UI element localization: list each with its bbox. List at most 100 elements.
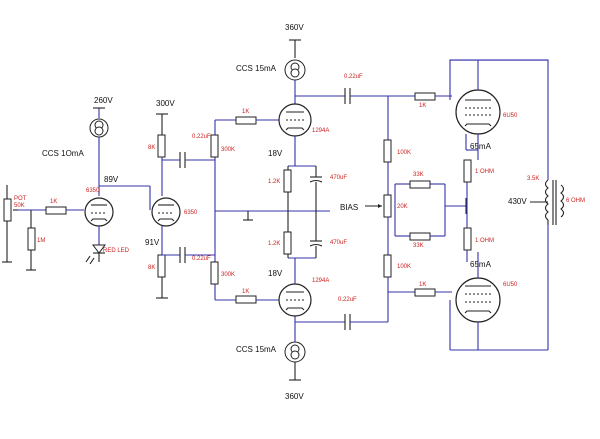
driver-stage-bot bbox=[278, 211, 345, 381]
label-430v: 430V bbox=[508, 197, 527, 206]
ccs-ring bbox=[94, 126, 104, 136]
resistor-100k-top bbox=[383, 139, 392, 163]
label-360v-top: 360V bbox=[285, 23, 304, 32]
tube-cathode bbox=[90, 218, 108, 222]
label-c470-bot: 470uF bbox=[330, 240, 347, 246]
resistor-1-2k-top bbox=[283, 169, 292, 193]
label-tube-1294a-top: 1294A bbox=[312, 128, 329, 134]
output-coupling bbox=[344, 88, 388, 330]
label-r1ohm-bot: 1 OHM bbox=[475, 238, 494, 244]
resistor-8k-top bbox=[157, 134, 166, 158]
label-r1k-grid-bot: 1K bbox=[242, 289, 249, 295]
label-r1k-input: 1K bbox=[50, 199, 57, 205]
labels: 360V 360V 260V 300V 430V 89V 91V 18V 18V… bbox=[14, 23, 585, 401]
red-led-symbol bbox=[92, 244, 106, 254]
label-300v: 300V bbox=[156, 99, 175, 108]
label-pot: POT bbox=[14, 196, 27, 202]
resistor-1ohm-top bbox=[463, 159, 472, 183]
label-r300k-bot: 300K bbox=[221, 272, 235, 278]
label-r1m: 1M bbox=[37, 238, 45, 244]
label-r1-2k-bot: 1.2K bbox=[268, 241, 280, 247]
label-xfmr-primary: 3.5K bbox=[527, 176, 539, 182]
label-r1ohm-top: 1 OHM bbox=[475, 169, 494, 175]
wiper-arrow bbox=[378, 204, 382, 208]
label-r300k-top: 300K bbox=[221, 147, 235, 153]
first-stage bbox=[84, 107, 151, 265]
label-tube-1294a-bot: 1294A bbox=[312, 278, 329, 284]
label-r20k: 20K bbox=[397, 204, 408, 210]
resistor-1ohm-bot bbox=[463, 227, 472, 251]
tube-6350-a bbox=[84, 197, 114, 227]
resistor-1k-grid-top bbox=[235, 116, 257, 125]
label-r100k-top: 100K bbox=[397, 150, 411, 156]
label-tube-6u50-top: 6U50 bbox=[503, 113, 518, 119]
ecap-plate-curved bbox=[309, 243, 323, 247]
xfmr-primary-winding bbox=[544, 179, 549, 225]
label-r1k-grid-top: 1K bbox=[242, 109, 249, 115]
label-c470-top: 470uF bbox=[330, 175, 347, 181]
label-r8k-top: 8K bbox=[148, 145, 155, 151]
xfmr-secondary-winding bbox=[560, 184, 565, 218]
label-bias: BIAS bbox=[340, 203, 358, 212]
label-ccs-10ma: CCS 1OmA bbox=[42, 149, 84, 158]
tube-cathode bbox=[464, 123, 492, 127]
resistor-8k-bot bbox=[157, 254, 166, 278]
led-arrow bbox=[85, 255, 91, 263]
output-transformer bbox=[530, 60, 565, 350]
label-r33k-bot: 33K bbox=[413, 243, 424, 249]
label-r1-2k-top: 1.2K bbox=[268, 179, 280, 185]
label-r8k-bot: 8K bbox=[148, 265, 155, 271]
label-c022-b: 0.22uF bbox=[192, 256, 211, 262]
label-89v: 89V bbox=[104, 175, 119, 184]
tube-cathode bbox=[464, 310, 492, 314]
resistor-20k-pot bbox=[383, 194, 392, 218]
label-r1k-out-bot: 1K bbox=[419, 282, 426, 288]
label-260v: 260V bbox=[94, 96, 113, 105]
resistor-1k-grid-bot bbox=[235, 295, 257, 304]
label-r33k-top: 33K bbox=[413, 172, 424, 178]
tube-cathode bbox=[285, 307, 305, 311]
ccs-ring bbox=[290, 350, 300, 360]
label-18v-top: 18V bbox=[268, 149, 283, 158]
driver-grid-network bbox=[210, 116, 330, 304]
label-65ma-bot: 65mA bbox=[470, 260, 492, 269]
bias-network bbox=[365, 92, 467, 322]
label-c022-c: 0.22uF bbox=[344, 74, 363, 80]
label-18v-bot: 18V bbox=[268, 269, 283, 278]
label-360v-bot: 360V bbox=[285, 392, 304, 401]
label-c022-d: 0.22uF bbox=[338, 297, 357, 303]
label-r100k-bot: 100K bbox=[397, 264, 411, 270]
label-ccs-15ma-top: CCS 15mA bbox=[236, 64, 277, 73]
resistor-300k-top bbox=[210, 134, 219, 158]
ccs-ring bbox=[290, 68, 300, 78]
label-r1k-out-top: 1K bbox=[419, 103, 426, 109]
resistor-1k-out-bot bbox=[414, 288, 436, 297]
resistor-300k-bot bbox=[210, 261, 219, 285]
tube-6u50-top bbox=[455, 89, 501, 135]
second-stage bbox=[151, 113, 215, 299]
label-red-led: RED LED bbox=[103, 248, 130, 254]
input-section bbox=[2, 185, 84, 271]
label-ccs-15ma-bot: CCS 15mA bbox=[236, 345, 277, 354]
driver-stage-top bbox=[278, 39, 345, 211]
label-tube-6u50-bot: 6U50 bbox=[503, 282, 518, 288]
label-91v: 91V bbox=[145, 238, 160, 247]
label-tube-6350-b: 6350 bbox=[184, 210, 198, 216]
resistor-1k-input bbox=[45, 206, 67, 215]
label-tube-6350-a: 6350 bbox=[86, 188, 100, 194]
tube-6350-b bbox=[151, 197, 181, 227]
tube-cathode bbox=[285, 127, 305, 131]
ecap-plate-curved bbox=[309, 179, 323, 183]
resistor-100k-bot bbox=[383, 254, 392, 278]
output-stage-top bbox=[449, 59, 549, 206]
output-stage-bot bbox=[449, 206, 548, 351]
resistor-33k-top bbox=[409, 180, 431, 189]
tube-cathode bbox=[157, 218, 175, 222]
label-pot-value: 50K bbox=[14, 203, 25, 209]
label-65ma-top: 65mA bbox=[470, 142, 492, 151]
pot-resistor bbox=[3, 198, 12, 222]
tube-6u50-bot bbox=[455, 277, 501, 323]
resistor-1m bbox=[27, 227, 36, 251]
